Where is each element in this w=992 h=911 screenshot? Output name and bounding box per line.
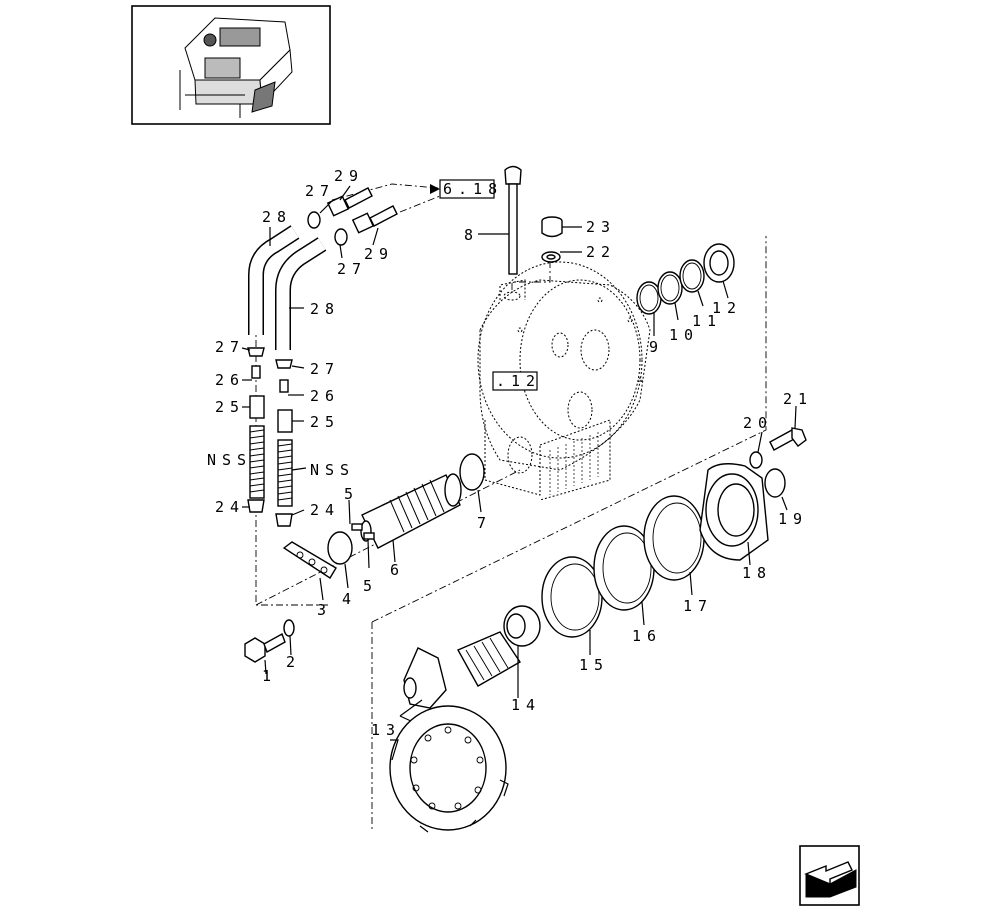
next-page-arrow-icon[interactable] (799, 845, 860, 906)
bolt-1 (244, 619, 295, 675)
label-27a: 27 (215, 338, 245, 356)
ref-text-6-18: 6.18 (443, 180, 503, 198)
hose-frame (331, 183, 441, 213)
label-2: 2 (286, 653, 301, 671)
hoses (248, 225, 327, 350)
end-cover (699, 463, 769, 566)
label-7: 7 (477, 514, 492, 532)
label-13: 13 (371, 721, 401, 739)
label-9: 9 (649, 338, 664, 356)
gearbox-housing (477, 261, 651, 501)
label-15: 15 (579, 656, 609, 674)
label-5a: 5 (344, 485, 359, 503)
label-23: 23 (586, 218, 616, 236)
label-29b: 29 (364, 245, 394, 263)
label-19: 19 (778, 510, 808, 528)
gaskets (541, 495, 705, 655)
label-nss-a: NSS (207, 451, 252, 469)
label-12: 12 (712, 299, 742, 317)
o-ring-7 (459, 453, 485, 513)
mounting-plate (282, 541, 337, 601)
right-hose-stack (275, 359, 307, 527)
distributor-shaft (348, 473, 462, 569)
label-11: 11 (692, 312, 722, 330)
dipstick (478, 165, 522, 275)
taper-bearing (503, 605, 541, 698)
ref-6-18[interactable]: 6.18 (430, 179, 503, 199)
ring-gear (389, 705, 509, 833)
label-27b: 27 (310, 360, 340, 378)
label-28b: 28 (310, 300, 340, 318)
label-1: 1 (262, 667, 277, 685)
label-18: 18 (742, 564, 772, 582)
label-25a: 25 (215, 398, 245, 416)
label-4: 4 (342, 590, 357, 608)
ref-text-12: .12 (496, 372, 541, 390)
snap-rings (636, 243, 735, 336)
tractor-thumbnail-icon (131, 5, 331, 125)
label-24b: 24 (310, 501, 340, 519)
left-hose-stack (241, 347, 265, 513)
label-29a: 29 (334, 167, 364, 185)
ref-12[interactable]: .12 (492, 371, 541, 391)
label-5b: 5 (363, 577, 378, 595)
label-27d: 27 (337, 260, 367, 278)
filler-plug (541, 216, 582, 263)
assembly-frame-lower (371, 236, 767, 832)
callout-labels: 1 2 3 4 5 5 6 7 8 9 10 11 12 13 14 15 16… (207, 167, 813, 739)
label-26b: 26 (310, 387, 340, 405)
label-28a: 28 (262, 208, 292, 226)
label-20: 20 (743, 414, 773, 432)
label-26a: 26 (215, 371, 245, 389)
label-17: 17 (683, 597, 713, 615)
label-10: 10 (669, 326, 699, 344)
label-21: 21 (783, 390, 813, 408)
label-3: 3 (317, 601, 332, 619)
upper-fittings (307, 185, 398, 259)
label-nss-b: NSS (310, 461, 355, 479)
o-ring-4 (327, 531, 353, 589)
label-22: 22 (586, 243, 616, 261)
label-25b: 25 (310, 413, 340, 431)
cover-fasteners (749, 405, 807, 511)
label-16: 16 (632, 627, 662, 645)
label-27c: 27 (305, 182, 335, 200)
label-14: 14 (511, 696, 541, 714)
label-24a: 24 (215, 498, 245, 516)
label-8: 8 (464, 226, 479, 244)
bevel-pinion (399, 631, 521, 729)
label-6: 6 (390, 561, 405, 579)
